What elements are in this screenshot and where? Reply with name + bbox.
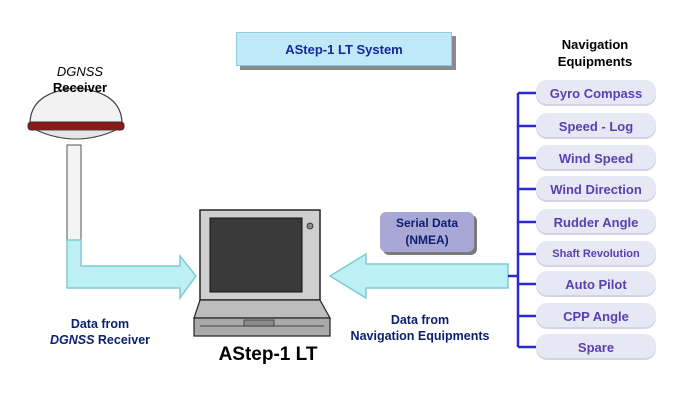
data-from-dgnss-rest: Receiver bbox=[94, 333, 151, 347]
navigation-equipments-title: Navigation Equipments bbox=[530, 36, 660, 70]
nav-bracket bbox=[508, 91, 536, 349]
nav-item-rudder-angle: Rudder Angle bbox=[536, 209, 656, 235]
laptop-icon bbox=[193, 209, 332, 337]
data-from-nav-line2: Navigation Equipments bbox=[350, 329, 490, 343]
dgnss-title-line1: DGNSS bbox=[56, 64, 104, 79]
nav-item-shaft-revolution: Shaft Revolution bbox=[536, 241, 656, 267]
system-title: AStep-1 LT System bbox=[236, 32, 452, 66]
data-from-dgnss-label: Data from DGNSS Receiver bbox=[40, 316, 160, 348]
nav-item-auto-pilot: Auto Pilot bbox=[536, 271, 656, 297]
nav-item-speed-log: Speed - Log bbox=[536, 113, 656, 139]
nav-title-line1: Navigation bbox=[561, 37, 629, 52]
serial-data-line2: (NMEA) bbox=[405, 233, 449, 247]
dgnss-receiver-title: DGNSS Receiver bbox=[30, 64, 130, 96]
dgnss-data-arrow bbox=[66, 239, 197, 301]
nav-item-wind-direction: Wind Direction bbox=[536, 176, 656, 202]
nav-item-gyro-compass: Gyro Compass bbox=[536, 80, 656, 106]
data-from-dgnss-line1: Data from bbox=[70, 317, 130, 331]
serial-data-badge: Serial Data (NMEA) bbox=[380, 212, 474, 252]
nav-item-cpp-angle: CPP Angle bbox=[536, 303, 656, 329]
nav-data-arrow bbox=[328, 252, 509, 300]
dgnss-title-line2: Receiver bbox=[52, 80, 108, 95]
device-name: AStep-1 LT bbox=[218, 344, 318, 365]
nav-title-line2: Equipments bbox=[557, 54, 633, 69]
data-from-nav-label: Data from Navigation Equipments bbox=[330, 312, 510, 344]
dgnss-antenna-icon bbox=[27, 87, 125, 241]
data-from-dgnss-italic: DGNSS bbox=[49, 333, 95, 347]
data-from-nav-line1: Data from bbox=[390, 313, 450, 327]
serial-data-line1: Serial Data bbox=[395, 216, 459, 230]
nav-item-wind-speed: Wind Speed bbox=[536, 145, 656, 171]
nav-item-spare: Spare bbox=[536, 334, 656, 360]
